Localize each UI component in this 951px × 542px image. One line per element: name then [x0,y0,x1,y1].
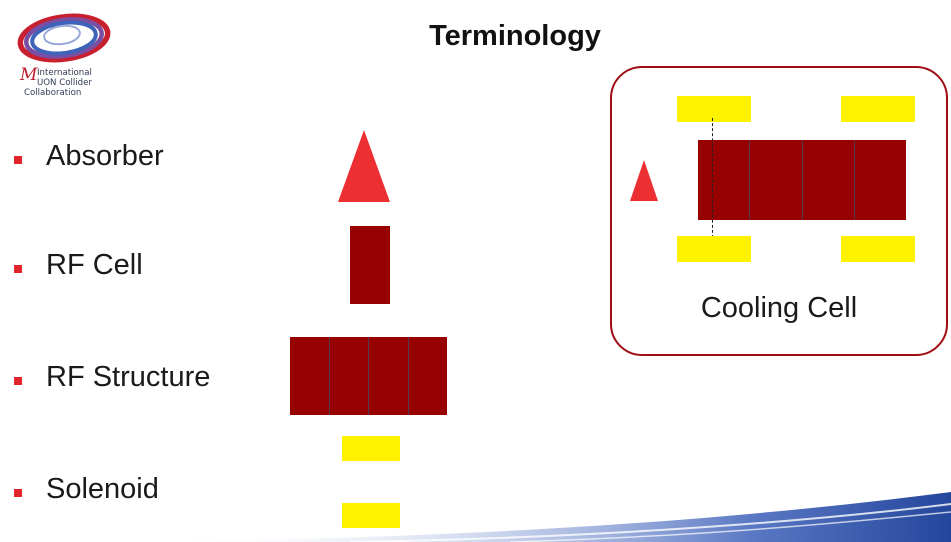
logo-text: International UON Collider Collaboration [24,68,92,98]
rf-structure-cell [328,337,368,415]
decorative-swoosh [150,492,951,542]
cell-boundary-line [712,118,713,238]
solenoid-coil-upper [342,436,400,461]
cooling-solenoid-top-right [841,96,915,122]
logo-line-2: UON Collider [37,78,92,88]
bullet-marker [14,156,22,164]
logo-rings-icon [17,13,111,63]
cooling-absorber-shape [630,160,658,201]
rf-structure-cell [368,337,408,415]
solenoid-coil-lower [342,503,400,528]
page-title: Terminology [429,20,601,52]
cooling-rf-structure [698,140,906,220]
term-absorber: Absorber [46,140,164,172]
cooling-rf-cell [749,140,802,220]
term-solenoid: Solenoid [46,473,159,505]
bullet-marker [14,377,22,385]
term-rf-cell: RF Cell [46,249,143,281]
term-rf-structure: RF Structure [46,361,211,393]
absorber-shape [338,130,390,202]
cooling-solenoid-top-left [677,96,751,122]
collaboration-logo [14,8,134,112]
cooling-cell-label: Cooling Cell [700,292,858,324]
rf-structure-cell [290,337,329,415]
cooling-solenoid-bottom-left [677,236,751,262]
cooling-rf-cell [853,140,906,220]
logo-initial: M [20,65,38,85]
cooling-rf-cell [698,140,750,220]
rf-structure-cell [407,337,447,415]
bullet-marker [14,489,22,497]
rf-cell-shape [350,226,390,304]
cooling-solenoid-bottom-right [841,236,915,262]
cooling-rf-cell [801,140,854,220]
logo-line-3: Collaboration [24,88,82,98]
bullet-marker [14,265,22,273]
logo-line-1: International [37,68,92,78]
rf-structure-shape [290,337,447,415]
